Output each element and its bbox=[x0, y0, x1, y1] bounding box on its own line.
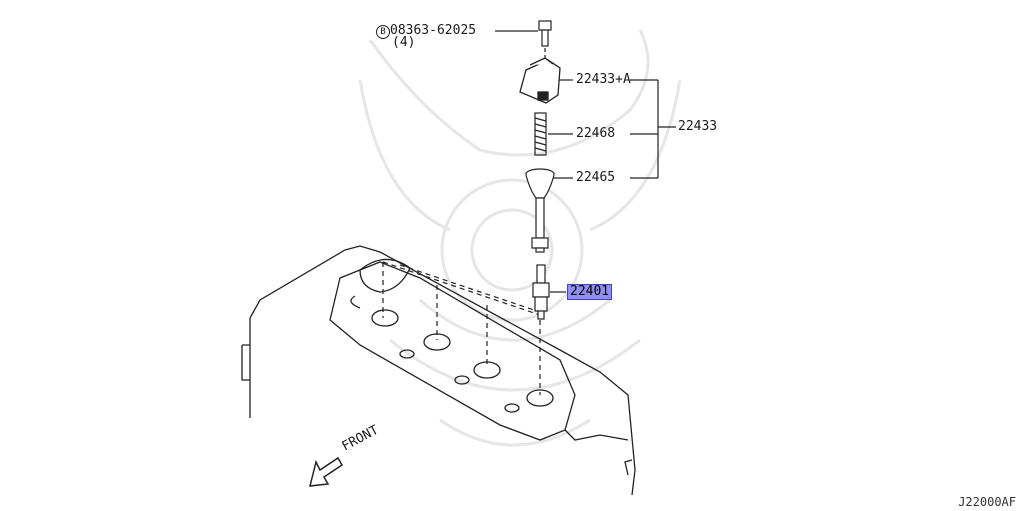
ignition-coil-part bbox=[519, 57, 561, 104]
boot-part bbox=[525, 168, 555, 253]
label-coil-sub[interactable]: 22433+A bbox=[576, 72, 631, 87]
label-spark-plug-highlight[interactable]: 22401 bbox=[567, 284, 613, 300]
front-arrow-icon bbox=[309, 456, 343, 487]
bolt-part-number[interactable]: 08363-62025 bbox=[390, 23, 477, 38]
diagram-code: J22000AF bbox=[958, 495, 1016, 509]
spring-part bbox=[534, 112, 547, 156]
bolt-symbol: B bbox=[376, 25, 390, 39]
label-coil-assembly[interactable]: 22433 bbox=[678, 119, 718, 134]
label-boot[interactable]: 22465 bbox=[576, 170, 616, 185]
engine-head bbox=[241, 245, 636, 496]
label-spring[interactable]: 22468 bbox=[576, 126, 616, 141]
bolt-qty: (4) bbox=[392, 35, 416, 50]
spark-plug-part bbox=[532, 264, 550, 320]
watermark-emblem bbox=[358, 29, 682, 447]
bolt-part bbox=[538, 20, 552, 47]
